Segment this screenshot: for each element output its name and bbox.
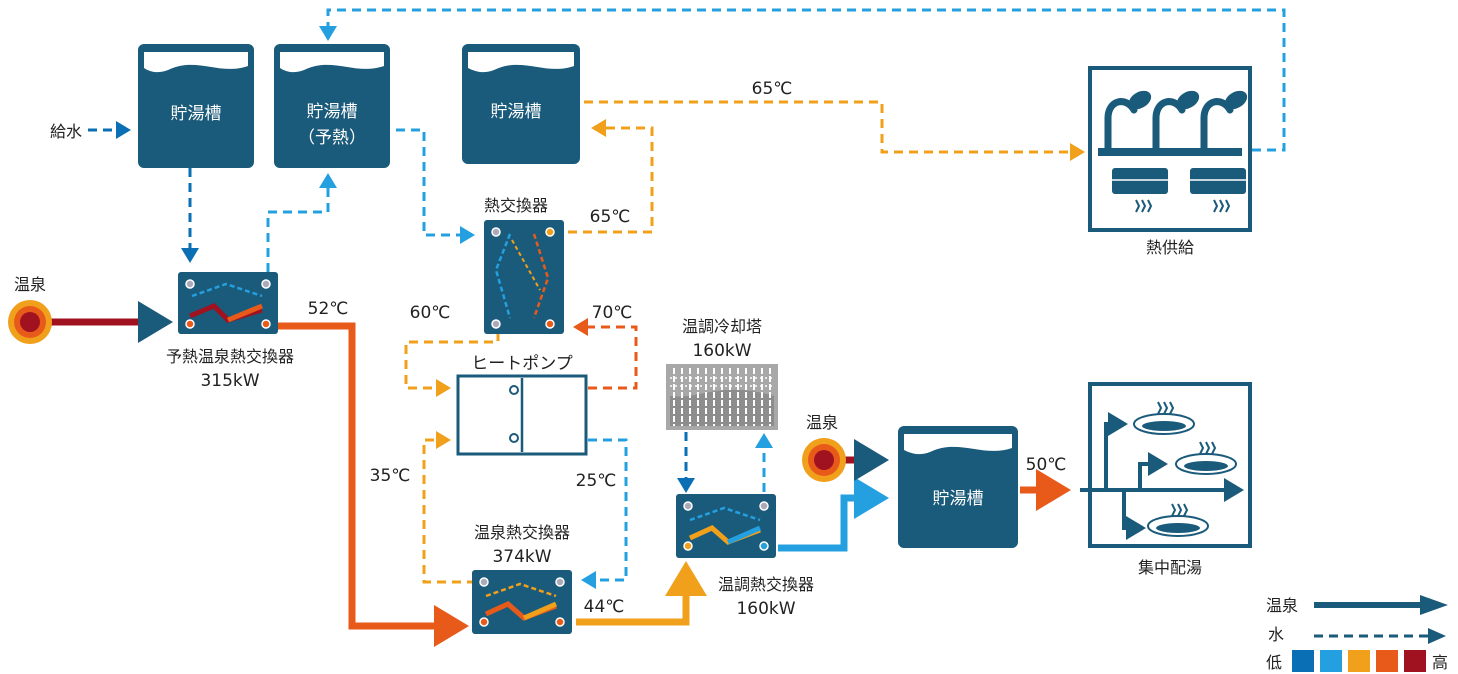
top-heat-exchanger (484, 220, 564, 334)
hx-top-label: 熱交換器 (484, 196, 548, 215)
hx-to-tank3-line (568, 119, 654, 234)
hx-to-heatpump-line (404, 332, 500, 397)
hot-spring-label-2: 温泉 (806, 413, 838, 432)
preheat-hx-name: 予熱温泉熱交換器 (166, 347, 294, 366)
temp-50: 50℃ (1026, 455, 1067, 475)
legend-low-label: 低 (1266, 653, 1282, 672)
spring-hx-to-heatpump-line (422, 431, 476, 584)
heat-supply-label: 熱供給 (1146, 238, 1194, 257)
legend-high-label: 高 (1432, 653, 1448, 672)
bath-icon (1133, 401, 1237, 537)
temp-hx-name: 温調熱交換器 (718, 575, 814, 594)
legend-swatch-4 (1376, 650, 1398, 672)
spring-hx-to-temp-hx-pipe (576, 561, 707, 626)
tank-1-label: 貯湯槽 (171, 104, 222, 124)
heatpump-to-hx-line (573, 318, 638, 390)
spring-hx-power: 374kW (492, 547, 551, 567)
preheat-heat-exchanger (178, 272, 278, 334)
legend-hot-spring-label: 温泉 (1266, 596, 1298, 615)
heatpump-to-spring-hx-line (581, 438, 628, 589)
temp-52: 52℃ (308, 299, 349, 319)
water-supply-label: 給水 (50, 122, 82, 141)
cooling-tower-power: 160kW (692, 341, 751, 361)
hot-spring-label-1: 温泉 (14, 275, 46, 294)
temp-65-a: 65℃ (752, 79, 793, 99)
tank3-to-supply-line (584, 100, 1085, 161)
cooling-tower (666, 364, 778, 430)
central-supply-label: 集中配湯 (1138, 558, 1202, 577)
heat-pump-label: ヒートポンプ (471, 354, 573, 374)
legend: 温泉 水 低 高 (1266, 595, 1448, 672)
water-lines (88, 8, 1286, 589)
legend-swatch-5 (1404, 650, 1426, 672)
return-water-line (319, 8, 1286, 152)
tank-2-label: 貯湯槽 (307, 102, 358, 122)
temp-25: 25℃ (576, 471, 617, 491)
storage-tank-1: 貯湯槽 (138, 44, 254, 168)
storage-tank-3: 貯湯槽 (462, 44, 580, 164)
hot-spring-source-icon-2 (802, 438, 846, 482)
temp-hx-to-tank4-pipe (778, 477, 889, 552)
cooling-tower-name: 温調冷却塔 (682, 317, 762, 336)
spring-heat-exchanger (472, 570, 572, 634)
temp-hx-power: 160kW (736, 599, 795, 619)
legend-swatch-3 (1348, 650, 1370, 672)
temp-70: 70℃ (592, 303, 633, 323)
preheat-to-tank2-line (266, 173, 337, 272)
tank-2-sublabel: （予熱） (298, 128, 366, 148)
hot-spring-source-icon-1 (8, 300, 52, 344)
heat-pump (456, 374, 588, 456)
legend-swatch-2 (1320, 650, 1342, 672)
temp-60: 60℃ (410, 303, 451, 323)
legend-swatch-1 (1292, 650, 1314, 672)
heater-units-icon (1112, 168, 1246, 213)
temp-44: 44℃ (584, 597, 625, 617)
spring-hx-name: 温泉熱交換器 (474, 523, 570, 542)
temp-65-b: 65℃ (590, 207, 631, 227)
tank-4-label: 貯湯槽 (933, 489, 984, 509)
preheat-to-spring-hx-pipe (278, 322, 458, 630)
temp-control-heat-exchanger (676, 494, 776, 558)
heat-supply-box (1088, 66, 1252, 232)
legend-water-label: 水 (1268, 625, 1284, 644)
central-supply-box (1080, 382, 1252, 548)
storage-tank-2: 貯湯槽 （予熱） (274, 44, 390, 168)
storage-tank-4: 貯湯槽 (898, 426, 1018, 548)
tank2-to-hx-line (396, 128, 475, 244)
tank-3-label: 貯湯槽 (491, 102, 542, 122)
temp-35: 35℃ (370, 466, 411, 486)
preheat-hx-power: 315kW (200, 371, 259, 391)
